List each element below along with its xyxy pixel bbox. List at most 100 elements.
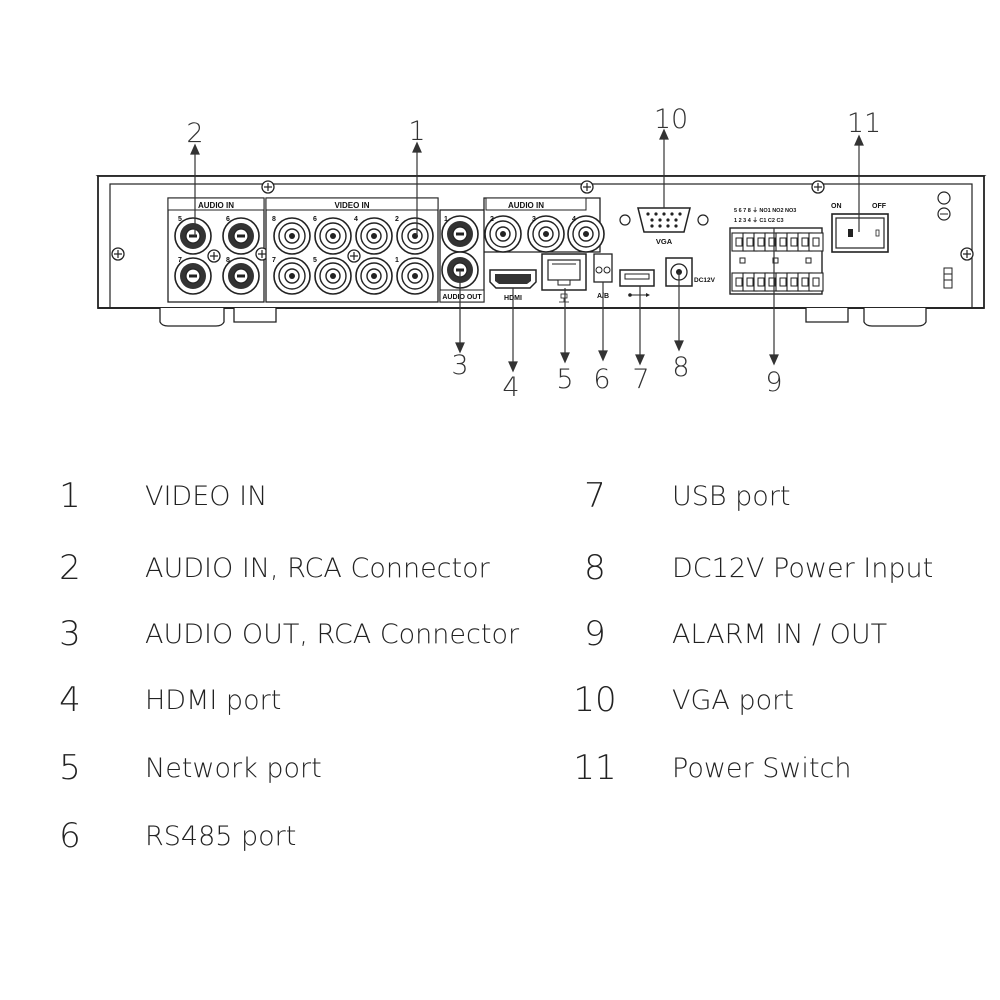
video-in-port-8[interactable] — [273, 217, 311, 255]
legend-number: 7 — [584, 476, 606, 516]
audio-in-num: 4 — [572, 216, 576, 223]
legend-number: 9 — [584, 614, 606, 654]
legend-item-6: 6 RS485 port — [15, 816, 296, 856]
legend-text: AUDIO IN, RCA Connector — [145, 552, 490, 584]
legend-text: HDMI port — [145, 684, 282, 716]
alarm-top-labels: 5 6 7 8 ⏚ NO1 NO2 NO3 — [734, 207, 796, 214]
legend-number: 3 — [59, 614, 81, 654]
audio-in-num: 5 — [178, 216, 182, 223]
legend-text: RS485 port — [145, 820, 297, 852]
legend-item-3: 3 AUDIO OUT, RCA Connector — [15, 614, 519, 654]
legend-item-4: 4 HDMI port — [15, 680, 281, 720]
usb-icon — [628, 293, 650, 297]
audio-out-label: AUDIO OUT — [442, 294, 482, 301]
port-legend: 1 VIDEO IN 2 AUDIO IN, RCA Connector 3 A… — [0, 460, 1000, 880]
audio-in-num: 8 — [226, 257, 230, 264]
video-in-num: 4 — [354, 216, 358, 223]
callout-3: 3 — [451, 350, 468, 381]
chassis-screw-right — [960, 247, 974, 261]
video-in-num: 5 — [313, 257, 317, 264]
legend-item-9: 9 ALARM IN / OUT — [540, 614, 887, 654]
dc-label: DC12V — [694, 277, 716, 284]
legend-item-2: 2 AUDIO IN, RCA Connector — [15, 548, 490, 588]
power-on-label: ON — [831, 203, 842, 210]
legend-item-8: 8 DC12V Power Input — [540, 548, 933, 588]
audio-in-right-label: AUDIO IN — [508, 201, 544, 210]
callout-numbers: 1 2 3 4 5 6 7 8 9 10 11 — [186, 104, 881, 403]
video-in-port-2[interactable] — [396, 217, 434, 255]
vga-port[interactable]: VGA — [619, 207, 709, 246]
video-in-port-6[interactable] — [314, 217, 352, 255]
legend-number: 1 — [59, 476, 81, 516]
callout-4: 4 — [502, 372, 519, 403]
legend-text: USB port — [672, 480, 791, 512]
legend-text: Power Switch — [672, 752, 852, 784]
vga-label: VGA — [656, 237, 673, 246]
video-in-port-3[interactable] — [355, 257, 393, 295]
chassis-screw-top-right — [811, 180, 825, 194]
video-in-port-5[interactable] — [314, 257, 352, 295]
legend-text: ALARM IN / OUT — [672, 618, 888, 650]
chassis-screw-left — [111, 247, 125, 261]
callout-1: 1 — [408, 116, 425, 147]
video-in-port-7[interactable] — [273, 257, 311, 295]
alarm-terminal-block[interactable]: 5 6 7 8 ⏚ NO1 NO2 NO3 1 2 3 4 ⏚ C1 C2 C3 — [729, 207, 824, 295]
callout-8: 8 — [672, 352, 689, 383]
audio-in-left-label: AUDIO IN — [198, 201, 234, 210]
legend-number: 4 — [59, 680, 81, 720]
legend-text: VIDEO IN — [145, 480, 268, 512]
audio-right-block: AUDIO OUT 1 AUDIO IN 2 3 4 — [439, 197, 605, 303]
video-in-port-4[interactable] — [355, 217, 393, 255]
callout-5: 5 — [556, 364, 573, 395]
audio-in-port-1[interactable] — [441, 215, 479, 253]
power-off-label: OFF — [872, 203, 887, 210]
ground-icon — [937, 191, 951, 221]
legend-item-11: 11 Power Switch — [540, 748, 851, 788]
legend-item-1: 1 VIDEO IN — [15, 476, 267, 516]
video-in-num: 8 — [272, 216, 276, 223]
callout-9: 9 — [765, 367, 782, 398]
alarm-bottom-labels: 1 2 3 4 ⏚ C1 C2 C3 — [734, 217, 784, 224]
legend-text: DC12V Power Input — [672, 552, 934, 584]
legend-number: 8 — [584, 548, 606, 588]
audio-in-num: 6 — [226, 216, 230, 223]
callout-2: 2 — [186, 118, 203, 149]
rear-panel-diagram: AUDIO IN 5 6 7 8 VIDEO IN 8 6 4 2 7 5 3 … — [95, 104, 987, 403]
video-in-num: 2 — [395, 216, 399, 223]
leader-lines — [190, 128, 864, 373]
callout-11: 11 — [847, 108, 881, 139]
video-in-num: 7 — [272, 257, 276, 264]
legend-number: 6 — [59, 816, 81, 856]
video-in-label: VIDEO IN — [334, 201, 369, 210]
callout-7: 7 — [632, 364, 649, 395]
chassis-screw-top-mid — [580, 180, 594, 194]
network-icon — [559, 293, 569, 303]
vent-icon — [943, 267, 953, 289]
legend-text: VGA port — [672, 684, 794, 716]
legend-item-5: 5 Network port — [15, 748, 322, 788]
chassis-screw-top-left — [261, 180, 275, 194]
legend-number: 2 — [59, 548, 81, 588]
audio-in-port-5[interactable] — [174, 217, 212, 255]
legend-number: 11 — [573, 748, 617, 788]
video-in-num: 6 — [313, 216, 317, 223]
audio-out-num: 1 — [444, 216, 448, 223]
video-in-block: VIDEO IN 8 6 4 2 7 5 3 1 — [265, 197, 439, 303]
video-in-port-1[interactable] — [396, 257, 434, 295]
audio-in-num: 7 — [178, 257, 182, 264]
legend-number: 10 — [573, 680, 617, 720]
power-switch[interactable]: ON OFF — [831, 203, 889, 253]
audio-in-num: 2 — [490, 216, 494, 223]
audio-in-left-block: AUDIO IN 5 6 7 8 — [167, 197, 269, 303]
audio-in-num: 3 — [532, 216, 536, 223]
legend-item-10: 10 VGA port — [540, 680, 794, 720]
usb-port[interactable] — [619, 269, 655, 297]
legend-number: 5 — [59, 748, 81, 788]
block-screw — [207, 249, 221, 263]
callout-10: 10 — [654, 104, 688, 135]
network-port[interactable] — [541, 253, 587, 303]
callout-6: 6 — [593, 364, 610, 395]
block-screw — [347, 249, 361, 263]
legend-text: AUDIO OUT, RCA Connector — [145, 618, 520, 650]
audio-in-port-6[interactable] — [222, 217, 260, 255]
